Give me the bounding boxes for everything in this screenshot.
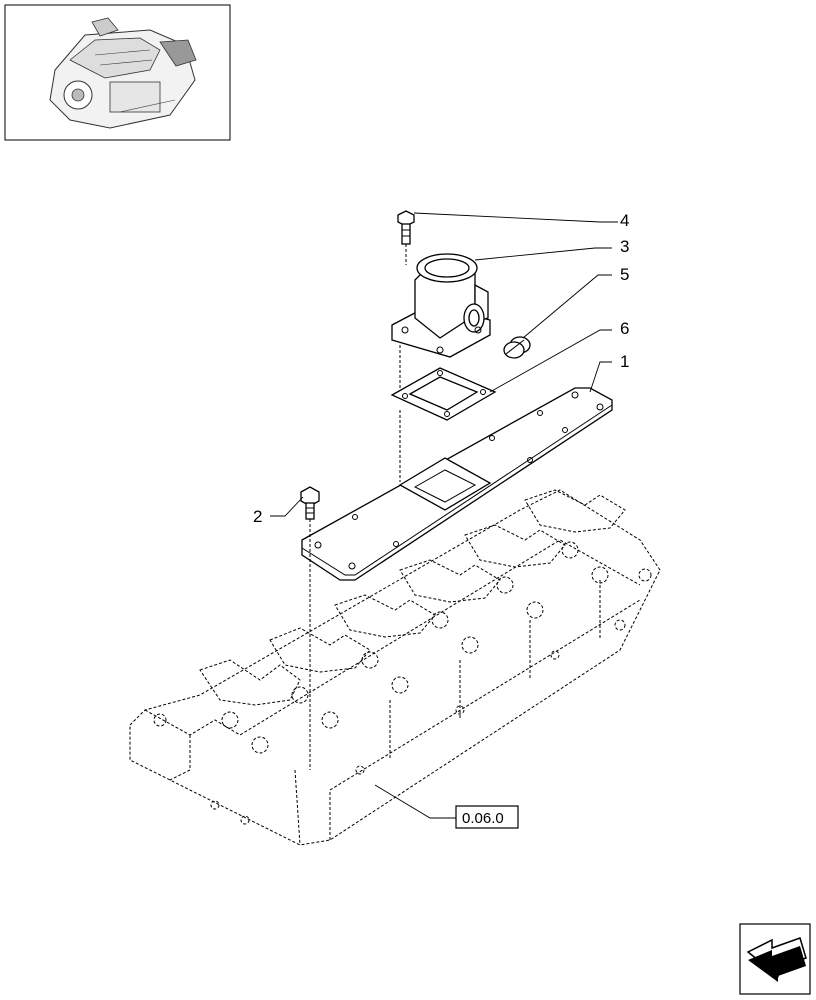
callout-6: 6 — [620, 319, 629, 338]
elbow-housing-part-3 — [391, 253, 491, 358]
bolt-part-4 — [397, 210, 415, 245]
reference-box[interactable]: 0.06.0 — [455, 805, 519, 829]
gasket-part-6 — [390, 367, 497, 421]
callout-4: 4 — [620, 211, 629, 230]
callout-2: 2 — [253, 507, 262, 526]
assembly-axis-lines — [309, 244, 407, 770]
leader-lines — [270, 212, 618, 819]
cylinder-head-phantom — [129, 489, 661, 846]
callout-1: 1 — [620, 352, 629, 371]
reference-label: 0.06.0 — [462, 810, 504, 827]
plug-part-5 — [503, 336, 531, 359]
callout-3: 3 — [620, 237, 629, 256]
cover-plate-part-1 — [301, 387, 613, 581]
navigation-arrow-icon[interactable] — [739, 923, 811, 995]
engine-thumbnail-icon[interactable] — [4, 4, 231, 141]
callout-5: 5 — [620, 265, 629, 284]
bolt-part-2 — [300, 486, 320, 520]
